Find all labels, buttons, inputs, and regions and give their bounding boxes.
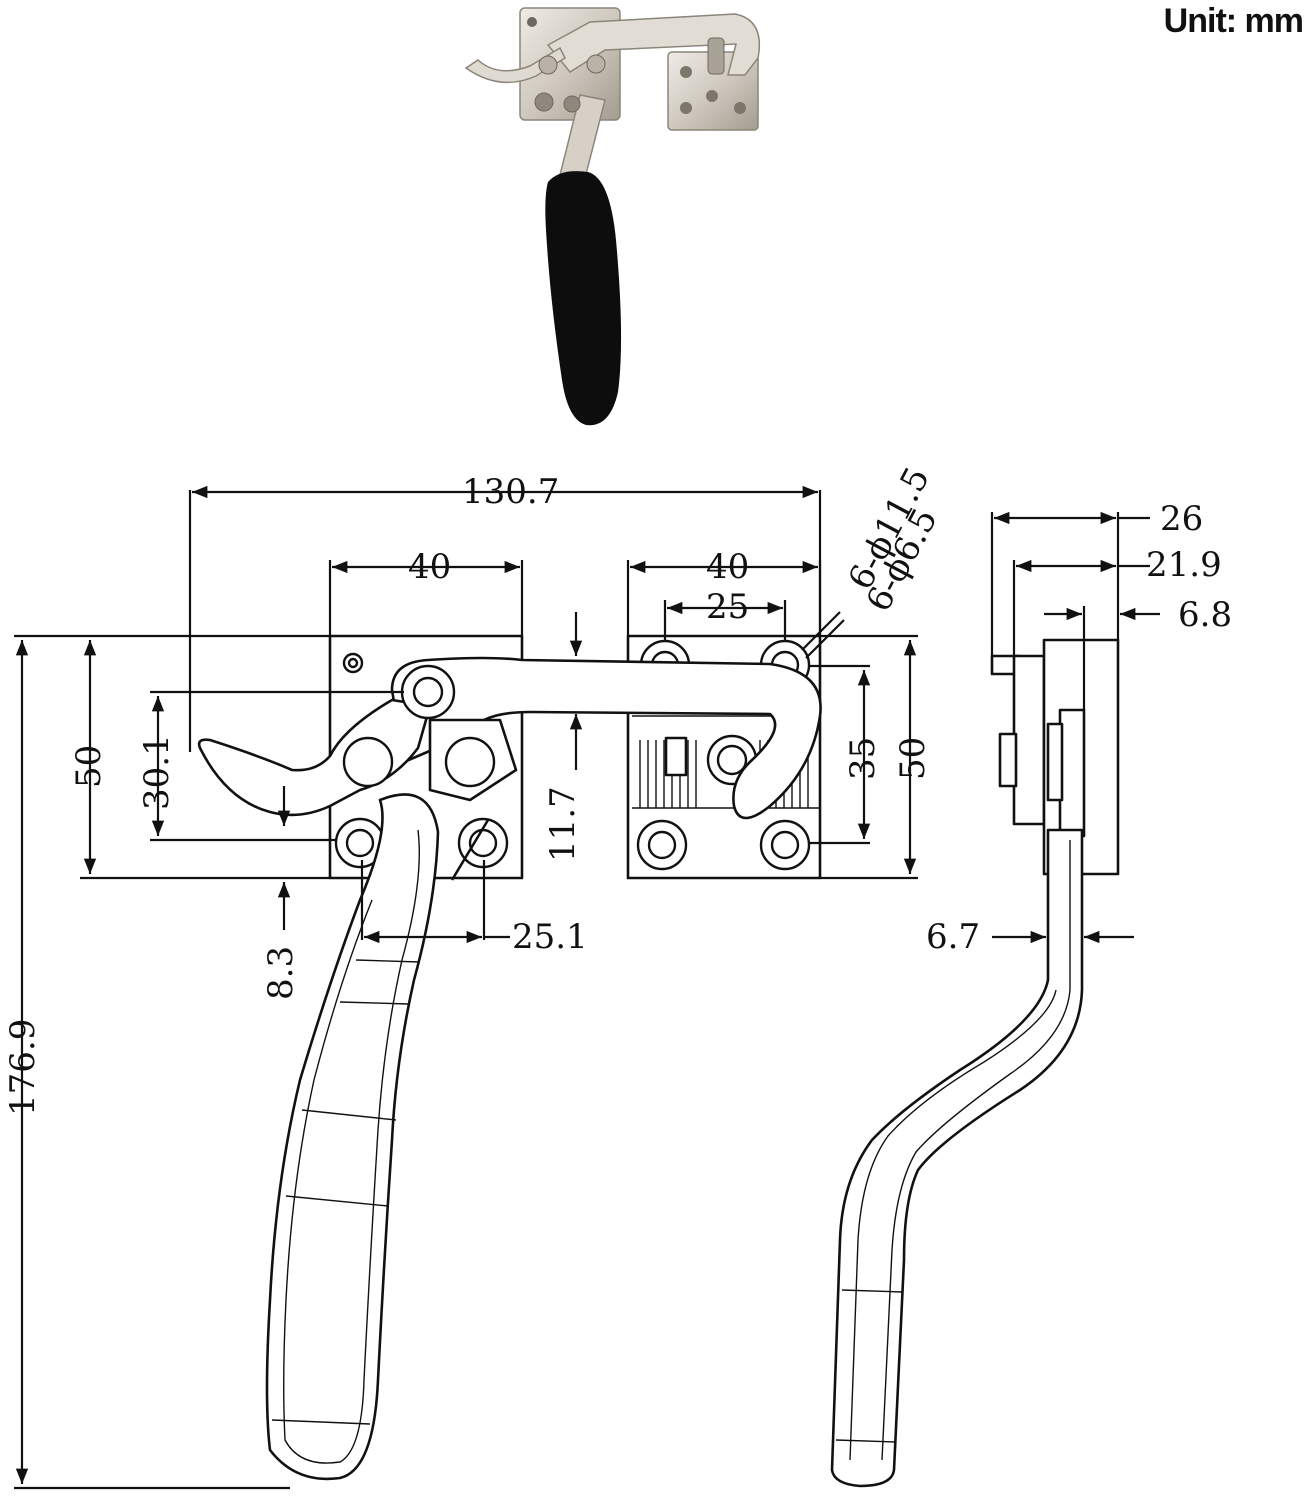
dim-handle-offset: 8.3 [261,946,301,1000]
dim-hook-offset: 30.1 [137,734,177,810]
dimension-lines [14,485,1160,1490]
clamp-side-view-icon [830,638,1120,1488]
dim-overall-height: 176.9 [3,1019,43,1116]
dim-hole-spacing-handle: 25.1 [512,917,588,957]
product-photo-icon [464,7,760,426]
dim-left-plate-width: 40 [408,547,451,587]
dim-side-width: 26 [1160,499,1203,539]
unit-label: Unit: mm [1163,2,1304,40]
dim-right-hole-spacing-v: 35 [843,737,883,780]
dim-plate-height-right: 50 [893,737,933,780]
dim-overall-width: 130.7 [462,472,559,512]
dim-handle-thickness: 6.7 [926,917,980,957]
dim-hole-spacing: 25 [706,587,749,627]
dim-plate-thickness: 6.8 [1178,595,1232,635]
dim-side-inner-width: 21.9 [1146,545,1222,585]
clamp-front-view-icon [197,634,822,1481]
dim-right-plate-width: 40 [706,547,749,587]
dim-plate-height-left: 50 [69,745,109,788]
dim-hook-gap: 11.7 [543,786,583,862]
